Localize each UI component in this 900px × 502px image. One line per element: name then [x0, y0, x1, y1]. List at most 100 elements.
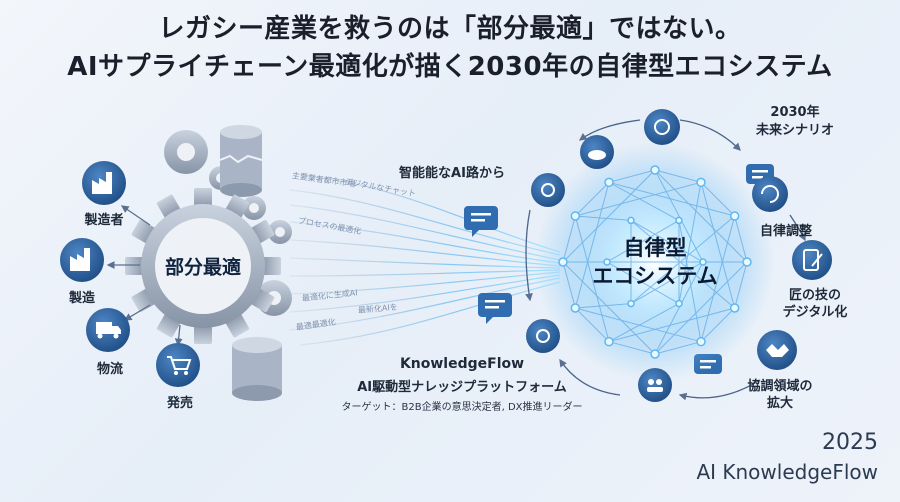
footer-brand: AI KnowledgeFlow	[696, 460, 878, 484]
network-edge	[630, 215, 735, 304]
network-edge	[630, 261, 704, 305]
headline-line1: レガシー産業を救うのは「部分最適」ではない。	[158, 14, 742, 44]
gear-head-icon	[644, 109, 680, 145]
network-edge	[700, 181, 736, 217]
network-edge	[574, 182, 610, 309]
network-edge	[654, 169, 704, 263]
network-edge	[654, 169, 748, 263]
product-subtitle: AI駆動型ナレッジプラットフォーム	[357, 380, 567, 395]
middle-label: 智能能なAI路から	[399, 166, 505, 181]
network-node	[675, 216, 683, 225]
network-edge	[678, 220, 702, 342]
coop-line2: 拡大	[766, 396, 794, 411]
product-name: KnowledgeFlow	[399, 356, 525, 372]
headline-line2: AIサプライチェーン最適化が描く2030年の自律型エコシステム	[67, 52, 833, 82]
network-node	[696, 336, 706, 347]
network-edge	[562, 169, 656, 263]
ai-head-icon	[531, 173, 565, 207]
future-year: 2030年	[770, 105, 820, 120]
network-node	[650, 165, 660, 175]
network-edge	[734, 261, 748, 309]
node-label-manufacturing: 製造	[68, 291, 96, 306]
gear-tooth	[261, 257, 281, 275]
node-label-sales: 発売	[166, 396, 194, 411]
gear-tooth	[125, 257, 145, 275]
network-edge	[700, 215, 736, 342]
network-edge	[575, 181, 702, 217]
database-icon	[232, 337, 282, 401]
network-edge	[654, 341, 702, 355]
chat-bubble-icon	[478, 293, 512, 324]
network-edge	[575, 307, 702, 343]
network-node	[696, 177, 706, 188]
network-edge	[606, 261, 680, 305]
coop-line1: 協調領域の	[747, 379, 813, 394]
network-edge	[630, 220, 735, 309]
ecosystem-label: 自律型 エコシステム	[592, 234, 717, 290]
handshake-icon	[757, 330, 797, 370]
network-edge	[734, 215, 748, 263]
network-node	[627, 216, 635, 225]
node-label-manufacturer: 製造者	[84, 213, 124, 228]
network-edge	[606, 219, 680, 263]
network-node	[699, 258, 707, 266]
network-node	[603, 258, 611, 266]
ecosystem-label-line2: エコシステム	[592, 264, 718, 288]
network-lines	[562, 169, 748, 355]
factory-icon	[82, 161, 126, 205]
network-edge	[700, 182, 736, 309]
tablet-icon	[792, 240, 832, 280]
network-edge	[574, 215, 610, 342]
network-ring	[558, 165, 752, 359]
network-node	[742, 257, 752, 267]
network-node	[570, 211, 581, 221]
network-edge	[574, 307, 610, 343]
cycle-icon	[752, 176, 788, 212]
product-target: ターゲット：B2B企業の意思決定者, DX推進リーダー	[341, 402, 583, 413]
cart-icon	[156, 343, 200, 387]
network-edge	[562, 261, 576, 309]
people-icon	[638, 368, 672, 402]
ecosystem-label-line1: 自律型	[623, 236, 687, 260]
network-edge	[700, 307, 736, 343]
gear-tooth	[194, 324, 212, 344]
future-title: 未来シナリオ	[755, 123, 835, 138]
network-node	[729, 303, 740, 313]
network-node	[558, 257, 568, 267]
network-edge	[608, 169, 656, 183]
left-arrows	[106, 205, 183, 347]
network-node	[604, 177, 614, 188]
network-edge	[562, 215, 576, 263]
network-node	[675, 299, 683, 308]
craft-line1: 匠の技の	[788, 288, 841, 303]
network-edge	[608, 307, 735, 343]
cycle-arrows	[525, 119, 806, 401]
node-label-autonomous-adjustment: 自律調整	[759, 224, 813, 239]
network-node	[604, 336, 614, 347]
network-edge	[630, 219, 704, 263]
gear-tooth	[194, 188, 212, 208]
network-edge	[575, 215, 632, 221]
network-edge	[608, 181, 735, 217]
network-edge	[608, 341, 656, 355]
network-edge	[654, 261, 748, 355]
craft-line2: デジタル化	[782, 305, 848, 320]
network-edge	[678, 182, 702, 304]
network-edge	[654, 261, 704, 355]
big-gear-icon	[125, 188, 281, 344]
network-edge	[608, 303, 680, 343]
gear-icon	[164, 130, 208, 174]
network-edge	[654, 169, 702, 183]
plant-icon	[60, 238, 104, 282]
network-node	[627, 299, 635, 308]
network-edge	[562, 261, 656, 355]
network-icon	[526, 319, 560, 353]
network-node	[729, 211, 740, 221]
node-label-craft-digitalization: 匠の技の デジタル化	[783, 287, 848, 321]
network-edge	[574, 181, 610, 217]
network-edge	[575, 303, 632, 309]
chat-bubble-icon	[464, 206, 498, 237]
node-label-cooperation-expansion: 協調領域の 拡大	[747, 378, 812, 412]
gear-icon	[268, 220, 292, 244]
database-icon	[219, 125, 263, 197]
